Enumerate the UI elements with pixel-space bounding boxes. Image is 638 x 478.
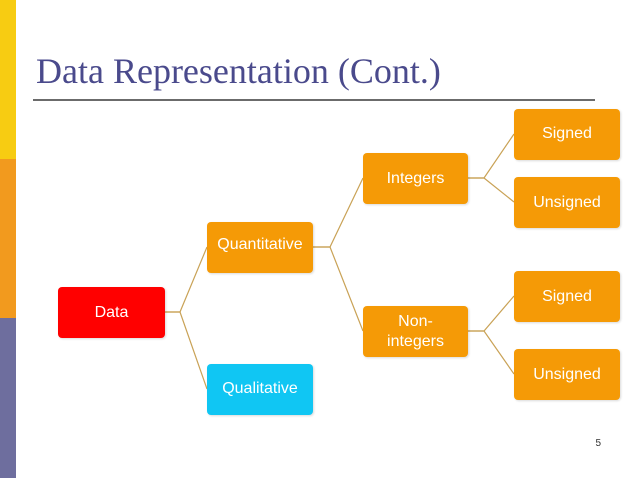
node-integers-signed: Signed (514, 109, 620, 160)
page-number: 5 (595, 438, 601, 449)
node-data: Data (58, 287, 165, 338)
connector-integers-signed (468, 133, 515, 179)
node-non-integers: Non- integers (363, 306, 468, 357)
slide-title: Data Representation (Cont.) (36, 51, 441, 91)
connector-data-quantitative (165, 246, 208, 313)
side-bar-orange (0, 159, 16, 318)
node-non-integers-signed: Signed (514, 271, 620, 322)
connector-nonintegers-unsigned (468, 330, 515, 375)
node-integers-label: Integers (386, 170, 445, 187)
side-bar-purple (0, 318, 16, 478)
node-integers-unsigned-label: Unsigned (533, 194, 601, 211)
node-non-integers-unsigned: Unsigned (514, 349, 620, 400)
node-quantitative-label: Quantitative (217, 236, 303, 253)
node-integers: Integers (363, 153, 468, 204)
connector-quantitative-nonintegers (313, 246, 364, 332)
node-integers-unsigned: Unsigned (514, 177, 620, 228)
connector-nonintegers-signed (468, 295, 515, 332)
node-data-label: Data (94, 303, 129, 321)
connector-data-qualitative (165, 311, 208, 390)
node-non-integers-label: Non- integers (387, 312, 444, 350)
node-quantitative: Quantitative (207, 222, 313, 273)
node-integers-signed-label: Signed (542, 125, 592, 142)
node-non-integers-signed-label: Signed (542, 288, 592, 305)
side-bar-yellow (0, 0, 16, 159)
node-non-integers-unsigned-label: Unsigned (533, 366, 601, 383)
title-underline (33, 99, 595, 101)
node-qualitative-label: Qualitative (222, 380, 298, 397)
node-qualitative: Qualitative (207, 364, 313, 415)
connector-quantitative-integers (313, 177, 364, 248)
connector-integers-unsigned (468, 177, 515, 203)
